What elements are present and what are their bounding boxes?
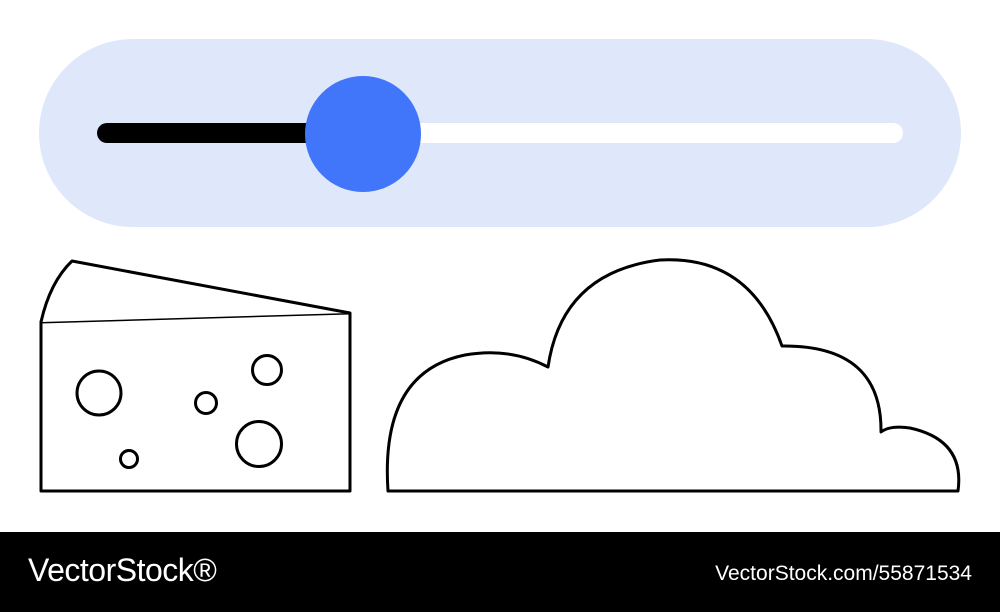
- cheese-icon: [39, 259, 352, 493]
- brand-logo: VectorStock®: [28, 552, 217, 588]
- image-id-label: VectorStock.com/55871534: [715, 562, 972, 585]
- watermark-footer: VectorStock® VectorStock.com/55871534: [0, 532, 1000, 612]
- slider-thumb[interactable]: [304, 76, 421, 192]
- slider-fill: [97, 123, 363, 143]
- illustration-drawing: [39, 258, 961, 493]
- cloud-icon: [385, 258, 961, 493]
- slider-track[interactable]: [97, 123, 903, 143]
- illustration-canvas: [39, 39, 961, 493]
